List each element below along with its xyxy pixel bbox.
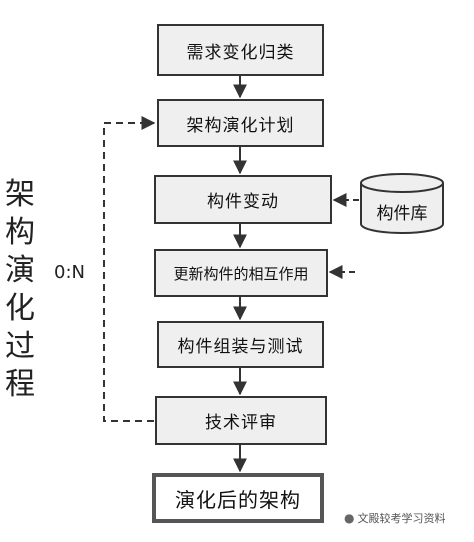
side-title-char: 过 [5, 329, 35, 364]
process-side-title: 架 构 演 化 过 程 [2, 176, 38, 404]
loop-count-label: 0:N [54, 262, 85, 283]
step-technical-review: 技术评审 [155, 396, 327, 445]
step-evolved-architecture: 演化后的架构 [152, 473, 324, 523]
step-assembly-testing: 构件组装与测试 [157, 321, 324, 368]
side-title-char: 构 [5, 215, 35, 250]
component-library-cylinder [360, 173, 444, 234]
feedback-loop-line [103, 116, 156, 422]
step-evolution-plan: 架构演化计划 [157, 99, 324, 147]
wechat-icon: ● [344, 511, 355, 525]
step-component-change: 构件变动 [154, 175, 332, 224]
side-title-char: 程 [5, 367, 35, 402]
component-library-label: 构件库 [376, 204, 428, 224]
watermark: ● 文殿较考学习资料 [344, 510, 445, 526]
watermark-text: 文殿较考学习资料 [357, 512, 446, 525]
side-title-char: 演 [5, 253, 35, 288]
side-title-char: 化 [5, 291, 35, 326]
side-title-char: 架 [5, 177, 35, 212]
step-requirement-classification: 需求变化归类 [157, 24, 324, 76]
step-update-interaction: 更新构件的相互作用 [154, 249, 328, 297]
